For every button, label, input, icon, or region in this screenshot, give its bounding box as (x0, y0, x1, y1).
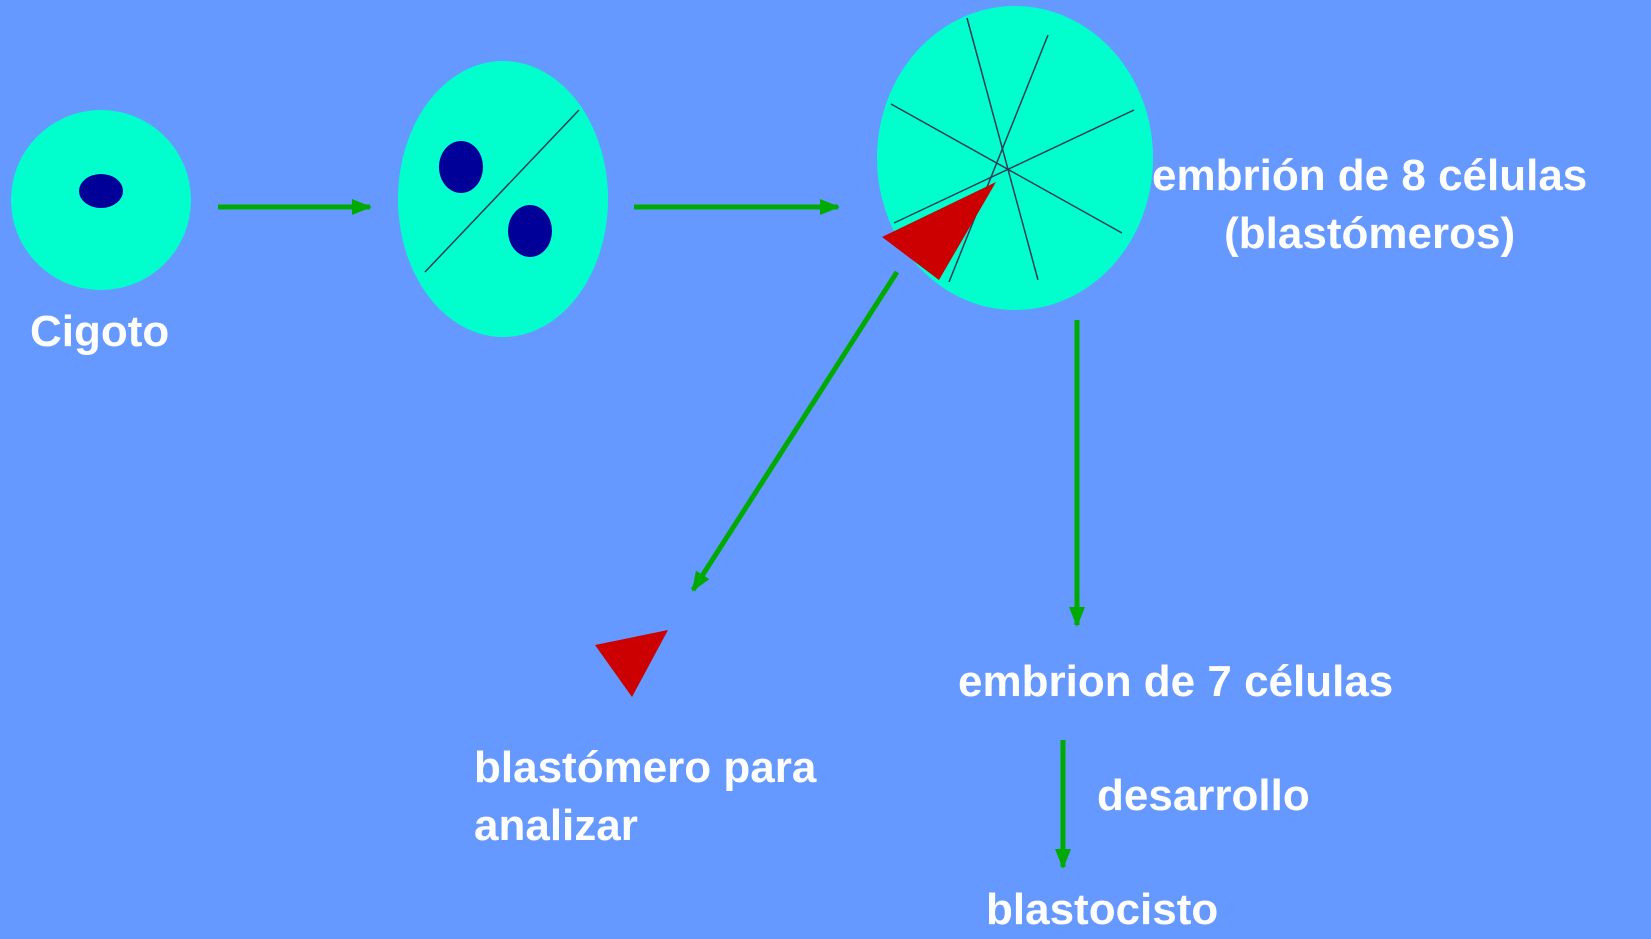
label-blastomere-line2: analizar (474, 801, 638, 850)
label-blastomere-to-analyze: blastómero para analizar (474, 739, 816, 855)
label-eight-cell-line1: embrión de 8 células (1152, 151, 1588, 200)
blastomere-biopsy-marker (882, 182, 996, 280)
label-eight-cell-line2: (blastómeros) (1224, 209, 1516, 258)
zygote-nucleus (79, 174, 123, 208)
two-cell-embryo (398, 61, 608, 337)
cleavage-line (424, 109, 580, 273)
zygote-cell (11, 110, 191, 290)
nucleus-2 (508, 205, 552, 257)
extracted-blastomere (595, 630, 668, 697)
eight-cell-embryo (877, 6, 1153, 310)
label-seven-cell-embryo: embrion de 7 células (958, 657, 1394, 706)
label-blastocisto: blastocisto (986, 885, 1219, 934)
label-blastomere-line1: blastómero para (474, 743, 817, 792)
nucleus-1 (439, 141, 483, 193)
label-cigoto: Cigoto (30, 307, 170, 356)
label-desarrollo: desarrollo (1097, 771, 1310, 820)
label-eight-cell-embryo: embrión de 8 células (blastómeros) (1152, 147, 1587, 263)
arrow-to-extracted-blastomere (690, 270, 900, 592)
